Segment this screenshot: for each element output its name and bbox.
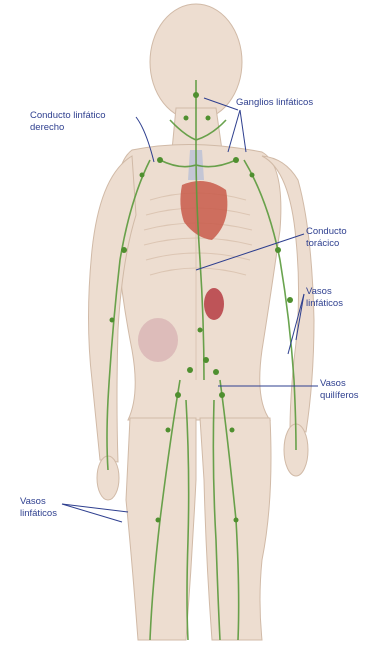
label-conducto-toracico: Conducto torácico xyxy=(306,226,347,250)
label-vasos-brazo-line2: linfáticos xyxy=(306,298,343,310)
leader-ganglios-1 xyxy=(228,110,240,152)
label-quiliferos-line1: Vasos xyxy=(320,378,359,390)
label-conducto-linfatico-derecho: Conducto linfático derecho xyxy=(30,110,106,134)
label-vasos-linfaticos-brazo: Vasos linfáticos xyxy=(306,286,343,310)
label-ganglios-line1: Ganglios linfáticos xyxy=(236,97,313,109)
label-toracico-line1: Conducto xyxy=(306,226,347,238)
leader-vasos-pierna-2 xyxy=(62,504,122,522)
left-leg-shape xyxy=(200,418,271,640)
label-vasos-brazo-line1: Vasos xyxy=(306,286,343,298)
label-toracico-line2: torácico xyxy=(306,238,347,250)
label-ganglios-linfaticos: Ganglios linfáticos xyxy=(236,97,313,109)
label-vasos-pierna-line2: linfáticos xyxy=(20,508,57,520)
label-conducto-derecho-line1: Conducto linfático xyxy=(30,110,106,122)
label-quiliferos-line2: quilíferos xyxy=(320,390,359,402)
label-vasos-quiliferos: Vasos quilíferos xyxy=(320,378,359,402)
leader-vasos-pierna-1 xyxy=(62,504,128,512)
right-leg-shape xyxy=(126,418,196,640)
label-vasos-linfaticos-pierna: Vasos linfáticos xyxy=(20,496,57,520)
kidney-shape xyxy=(204,288,224,320)
label-vasos-pierna-line1: Vasos xyxy=(20,496,57,508)
label-conducto-derecho-line2: derecho xyxy=(30,122,106,134)
intestine-shape xyxy=(138,318,178,362)
leader-ganglios-2 xyxy=(240,110,246,152)
